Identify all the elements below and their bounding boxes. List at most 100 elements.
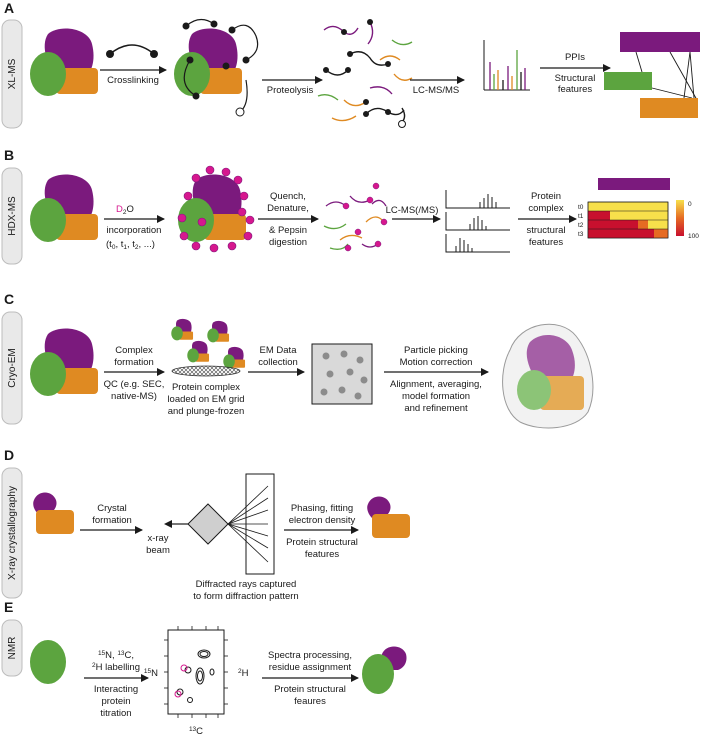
heatmap-row-label: t0 (578, 204, 584, 211)
panel-d-side-label: X-ray crystallography (7, 486, 18, 580)
diffraction-label-2: to form diffraction pattern (193, 591, 298, 602)
alignment-label: Alignment, averaging, (390, 379, 482, 390)
protein-structural-label-e: Protein structural (274, 684, 346, 695)
protein-complex-icon (30, 328, 98, 396)
features-label-d: features (305, 549, 340, 560)
crosslinker-icon (109, 44, 155, 55)
crystal-formation-label: formation (92, 515, 132, 526)
digestion-label: digestion (269, 237, 307, 248)
small-complex-icon (187, 340, 210, 363)
deuterium-dots-icon (177, 165, 255, 253)
hdx-spectra-icon (445, 190, 510, 253)
denature-label: Denature, (267, 203, 309, 214)
heatmap-row-label: t3 (578, 231, 584, 238)
diffraction-label-1: Diffracted rays captured (196, 579, 297, 590)
complex-label-b: complex (528, 203, 564, 214)
panel-b-letter: B (4, 147, 14, 163)
em-data-label: EM Data (260, 345, 298, 356)
colorbar-min-label: 0 (688, 201, 692, 208)
nmr-structure-icon (362, 646, 407, 694)
protein-complex-icon (30, 174, 98, 242)
beam-label: beam (146, 545, 170, 556)
panel-b-side-label: HDX-MS (7, 196, 18, 236)
crosslinking-label: Crosslinking (107, 75, 159, 86)
mass-spectrum-a-icon (483, 40, 530, 91)
motion-correction-label: Motion correction (400, 357, 473, 368)
c13-axis-label: 13C (189, 726, 203, 737)
timepoints-label: (t0, t1, t2, ...) (106, 239, 155, 251)
panel-d-side-tab (1, 467, 23, 599)
lcms-label-b: LC-MS(/MS) (386, 205, 439, 216)
crosslinked-complex-icon (174, 28, 242, 96)
formation-label-c: formation (114, 357, 154, 368)
features-label-b: features (529, 237, 564, 248)
particle-picking-label: Particle picking (404, 345, 468, 356)
crystal-icon (187, 503, 229, 545)
panel-b-side-tab (1, 167, 23, 265)
xray-source-icon (164, 520, 172, 528)
qc-label-1: QC (e.g. SEC, (104, 379, 165, 390)
h2-axis-label: 2H (238, 668, 249, 679)
structural-label-b: structural (526, 225, 565, 236)
resolved-structure-icon (367, 496, 410, 538)
panel-c-side-label: Cryo-EM (7, 348, 18, 387)
peptide-fragments-icon (317, 21, 413, 125)
protein-bar (598, 178, 670, 190)
ppis-label: PPIs (565, 52, 585, 63)
features-label-a: features (558, 84, 593, 95)
crystal-label: Crystal (97, 503, 127, 514)
incorporation-label: incorporation (107, 225, 162, 236)
phasing-label: Phasing, fitting (291, 503, 353, 514)
titration-label-1: Interacting (94, 684, 138, 695)
heatmap-row-label: t1 (578, 213, 584, 220)
panel-d-letter: D (4, 447, 14, 463)
hdx-heatmap (587, 201, 669, 239)
titration-label-3: titration (100, 708, 131, 719)
panel-e-letter: E (4, 599, 13, 615)
grid-label-1: Protein complex (172, 382, 240, 393)
interaction-map-icon (604, 32, 700, 118)
residue-assignment-label: residue assignment (269, 662, 352, 673)
electron-density-label: electron density (289, 515, 356, 526)
d2o-label: D2O (116, 204, 134, 216)
xray-label: x-ray (147, 533, 168, 544)
small-complex-icon (223, 346, 246, 369)
small-complex-icon (207, 320, 230, 343)
grid-label-2: loaded on EM grid (167, 394, 244, 405)
refinement-label: and refinement (404, 403, 468, 414)
quench-label: Quench, (270, 191, 306, 202)
feaures-label-e: feaures (294, 696, 326, 707)
pepsin-label: & Pepsin (269, 225, 307, 236)
isotope-label-1: 15N, 13C, (98, 650, 134, 661)
heatmap-row-label: t2 (578, 222, 584, 229)
complex-label-c: Complex (115, 345, 153, 356)
deuterated-complex-icon (178, 174, 246, 242)
hsqc-spectrum-icon (164, 626, 228, 718)
small-complex-icon (171, 318, 194, 341)
n15-axis-label: 15N (144, 668, 158, 679)
em-density-map-icon (502, 323, 594, 429)
panel-c-letter: C (4, 291, 14, 307)
detector-icon (245, 473, 275, 575)
qc-label-2: native-MS) (111, 391, 157, 402)
panel-e-side-tab (1, 619, 23, 677)
grid-label-3: and plunge-frozen (168, 406, 245, 417)
panel-e-side-label: NMR (7, 637, 18, 660)
titration-label-2: protein (101, 696, 130, 707)
diffracted-rays-icon (227, 485, 269, 563)
protein-label-b: Protein (531, 191, 561, 202)
lcms-label-a: LC-MS/MS (413, 85, 459, 96)
model-formation-label: model formation (402, 391, 470, 402)
proteolysis-label: Proteolysis (267, 85, 314, 96)
em-collection-label: collection (258, 357, 298, 368)
spectra-processing-label: Spectra processing, (268, 650, 352, 661)
heatmap-colorbar (676, 200, 684, 236)
protein-icon (30, 640, 66, 684)
panel-a-side-tab (1, 19, 23, 129)
protein-complex-icon (30, 28, 98, 96)
structural-label-a: Structural (555, 73, 596, 84)
small-protein-complex-icon (33, 492, 74, 534)
panel-c-side-tab (1, 311, 23, 425)
em-grid-icon (171, 365, 241, 377)
